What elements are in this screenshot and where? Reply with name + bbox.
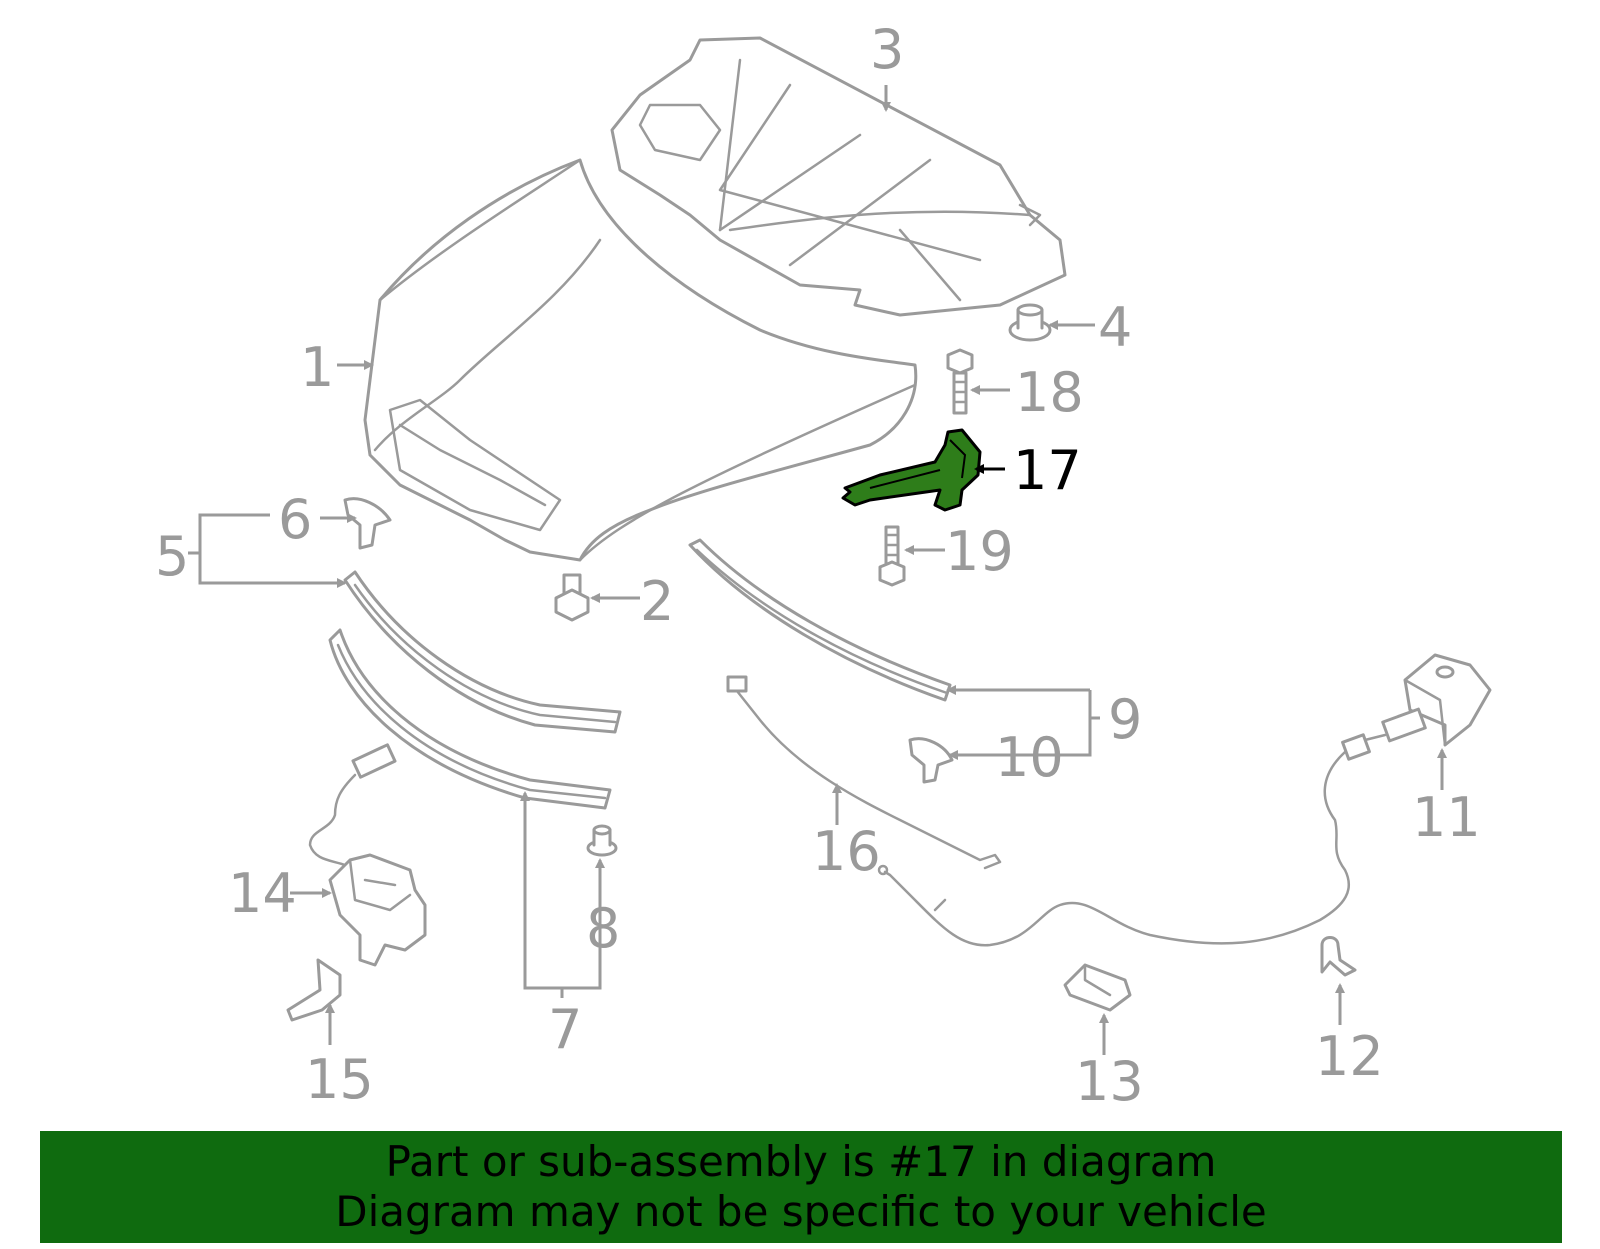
release-cable (877, 750, 1351, 947)
callout-labels: 3 4 1 18 17 19 6 5 2 9 10 16 11 14 8 7 1… (155, 18, 1481, 1113)
info-banner: Part or sub-assembly is #17 in diagram D… (40, 1131, 1562, 1243)
parts-diagram: 3 4 1 18 17 19 6 5 2 9 10 16 11 14 8 7 1… (155, 18, 1492, 1113)
front-seal-part-5 (343, 570, 622, 734)
leader-lines (188, 85, 1447, 1055)
clip-part-12 (1320, 936, 1357, 977)
support-rod-part-16 (726, 675, 1002, 870)
callout-3: 3 (870, 18, 904, 81)
callout-13: 13 (1075, 1050, 1144, 1113)
callout-11: 11 (1412, 786, 1481, 849)
callout-1: 1 (300, 336, 334, 399)
callout-17: 17 (1013, 439, 1082, 502)
bolt-part-19 (878, 525, 906, 587)
callout-8: 8 (586, 897, 620, 960)
clip-part-6 (343, 497, 392, 550)
bracket-part-15 (286, 958, 342, 1022)
callout-6: 6 (278, 488, 312, 551)
clip-part-13 (1063, 963, 1132, 1012)
lower-seal-part-7 (328, 628, 612, 810)
callout-18: 18 (1015, 361, 1084, 424)
release-handle-part-11 (1341, 653, 1492, 761)
callout-15: 15 (305, 1048, 374, 1111)
callout-14: 14 (228, 862, 297, 925)
bolt-part-18 (946, 348, 974, 415)
callout-16: 16 (812, 820, 881, 883)
hood-insulator-part-3 (610, 36, 1067, 317)
callout-2: 2 (640, 570, 674, 633)
banner-line-2: Diagram may not be specific to your vehi… (335, 1187, 1267, 1236)
callout-4: 4 (1098, 296, 1132, 359)
callout-7: 7 (548, 998, 582, 1061)
callout-10: 10 (995, 726, 1064, 789)
hood-panel-part-1 (363, 158, 918, 562)
callout-12: 12 (1315, 1025, 1384, 1088)
clip-part-8 (586, 824, 618, 857)
banner-line-1: Part or sub-assembly is #17 in diagram (385, 1137, 1217, 1186)
callout-5: 5 (155, 525, 189, 588)
callout-19: 19 (945, 520, 1014, 583)
bumper-part-2 (554, 573, 590, 622)
hood-latch-part-14 (308, 743, 427, 967)
clip-part-4 (1008, 303, 1052, 342)
clip-part-10 (908, 737, 954, 784)
callout-9: 9 (1108, 688, 1142, 751)
